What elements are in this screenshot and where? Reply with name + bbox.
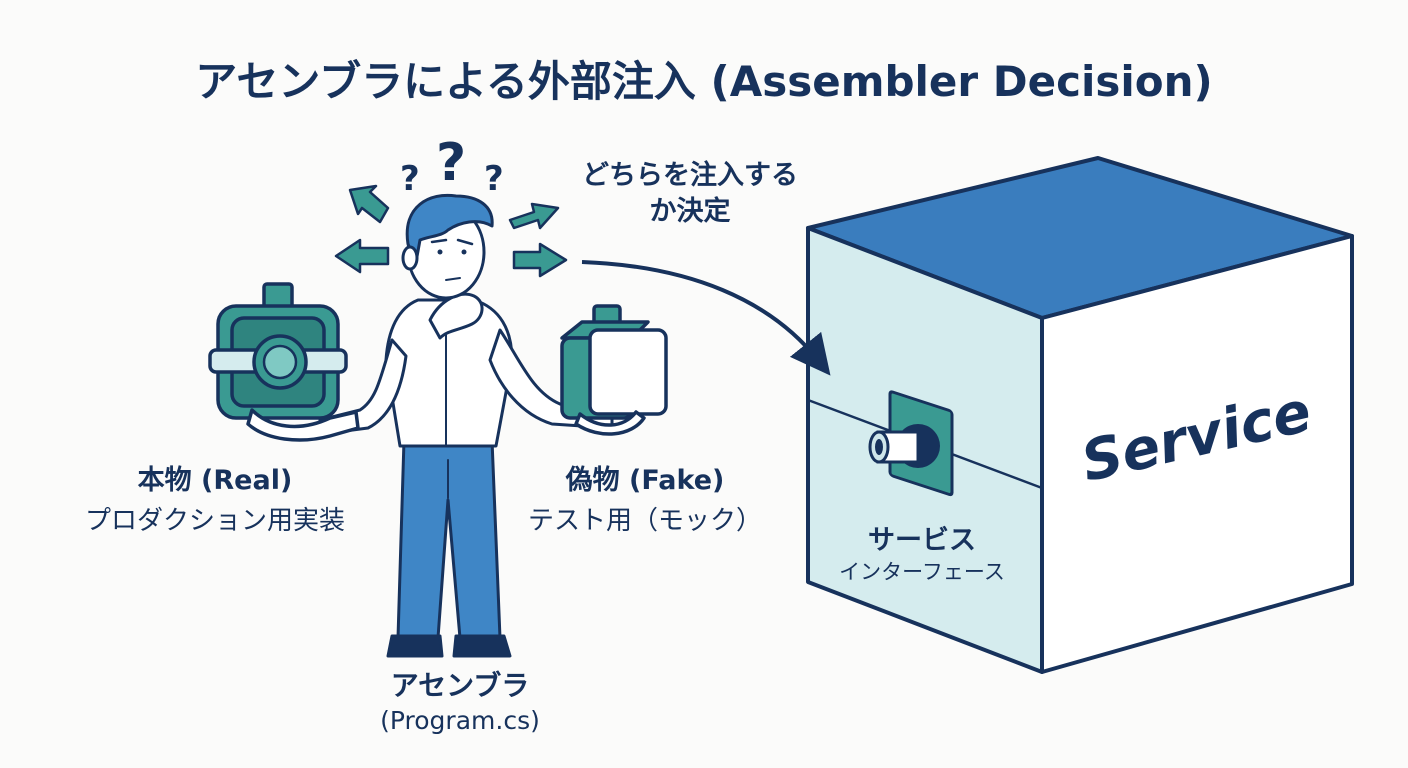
fake-box-hand [574, 410, 646, 436]
decision-caption-line1: どちらを注入する [582, 160, 798, 191]
page-title: アセンブラによる外部注入 (Assembler Decision) [195, 57, 1213, 106]
assembler-person [318, 193, 614, 658]
real-label: 本物 (Real) [137, 465, 293, 496]
decision-arrows [334, 184, 568, 278]
fake-mock-box [560, 304, 668, 436]
question-mark-right: ? [484, 159, 504, 199]
fake-sublabel: テスト用（モック） [527, 506, 762, 536]
cube-side-face [1040, 234, 1354, 674]
fake-box-front-face [588, 328, 668, 416]
arrow-upper-left-icon [348, 184, 390, 224]
real-implementation-box [208, 282, 360, 442]
decision-caption-line2: か決定 [649, 196, 731, 227]
service-interface-label: サービス [868, 525, 976, 556]
real-box-hand [246, 408, 360, 442]
arrow-left-icon [334, 238, 390, 274]
question-mark-left: ? [400, 159, 420, 199]
fake-label: 偽物 (Fake) [565, 465, 725, 496]
person-arm-right [488, 328, 614, 430]
injection-arrow [581, 260, 831, 376]
person-shoe-right [452, 634, 512, 658]
question-mark-center: ? [436, 133, 466, 193]
decision-caption: どちらを注入する か決定 [540, 158, 840, 230]
arrow-upper-right-icon [508, 202, 560, 230]
question-marks: ? ? ? [400, 133, 504, 199]
person-shoe-left [386, 634, 444, 658]
interface-socket-icon [868, 390, 954, 497]
arrow-right-icon [512, 242, 568, 278]
person-hair [405, 193, 494, 264]
service-interface-sublabel: インターフェース [839, 560, 1005, 584]
assembler-label: アセンブラ [390, 669, 530, 702]
person-torso [384, 298, 514, 448]
real-sublabel: プロダクション用実装 [84, 506, 345, 536]
assembler-sublabel: (Program.cs) [380, 706, 540, 735]
